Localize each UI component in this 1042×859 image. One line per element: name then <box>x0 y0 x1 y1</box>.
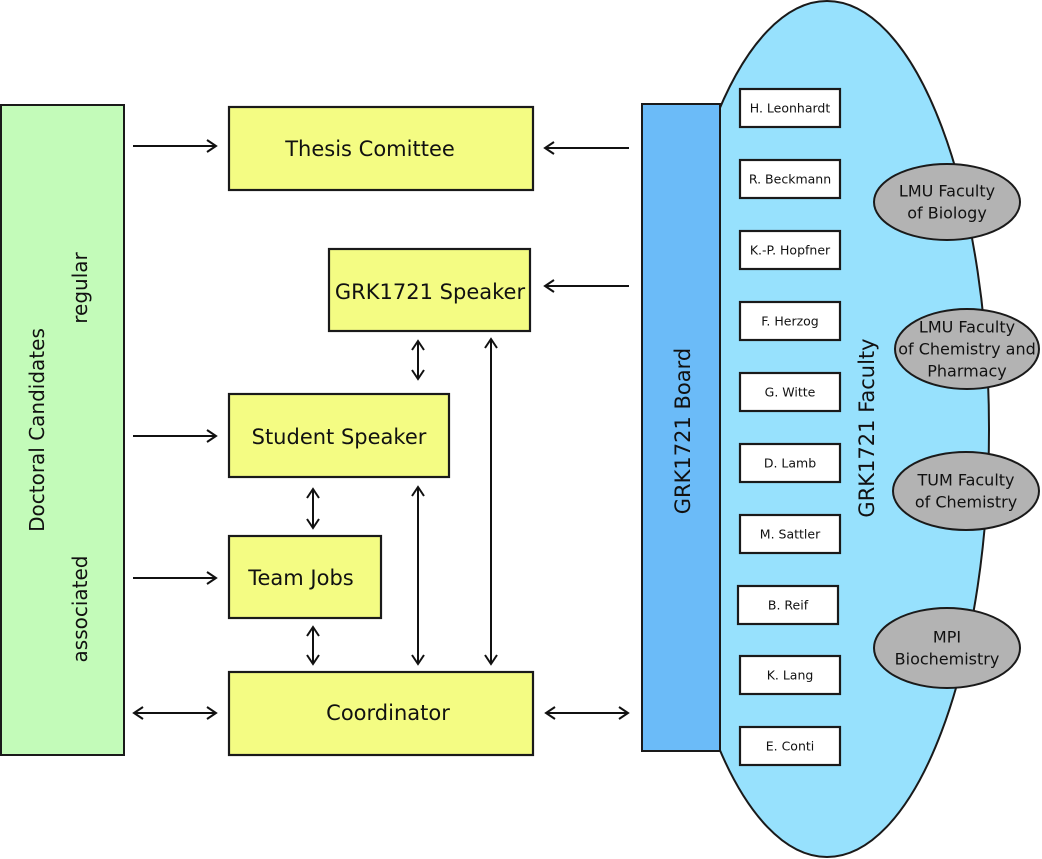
grk-speaker-label: GRK1721 Speaker <box>335 280 526 304</box>
faculty-member-frame <box>738 513 842 555</box>
faculty-member-frame <box>738 87 842 129</box>
faculty-member-name: K. Lang <box>767 668 814 683</box>
team-jobs-box: Team Jobs <box>227 534 383 620</box>
student-speaker-label: Student Speaker <box>252 425 427 449</box>
institution-label: LMU Faculty <box>899 182 995 201</box>
faculty-member-name: F. Herzog <box>761 314 819 329</box>
faculty-member-box: D. Lamb <box>738 442 842 484</box>
associated-label: associated <box>68 556 92 663</box>
coordinator-box: Coordinator <box>227 670 535 757</box>
institution-ellipse: LMU Faculty of Biology <box>873 163 1021 241</box>
faculty-member-box: M. Sattler <box>738 513 842 555</box>
institution-label: Pharmacy <box>927 362 1007 381</box>
faculty-member-name: E. Conti <box>766 739 815 754</box>
doctoral-candidates-panel <box>0 104 125 756</box>
faculty-member-box: H. Leonhardt <box>738 87 842 129</box>
board-label: GRK1721 Board <box>671 348 695 514</box>
faculty-member-name: M. Sattler <box>760 527 821 542</box>
coordinator-label: Coordinator <box>326 701 450 725</box>
thesis-committee-box: Thesis Comittee <box>227 105 535 192</box>
faculty-member-box: R. Beckmann <box>738 158 842 200</box>
student-speaker-box: Student Speaker <box>227 392 451 479</box>
faculty-member-frame <box>738 442 842 484</box>
institution-label: TUM Faculty <box>916 471 1014 490</box>
institution-label: of Biology <box>907 204 987 223</box>
grk-speaker-box: GRK1721 Speaker <box>327 247 532 333</box>
faculty-member-name: B. Reif <box>768 598 809 613</box>
doctoral-candidates-title: Doctoral Candidates <box>25 328 49 532</box>
faculty-member-frame <box>738 300 842 342</box>
institution-shape <box>873 163 1021 241</box>
institution-label: Biochemistry <box>895 650 1000 669</box>
faculty-member-frame <box>738 654 842 696</box>
faculty-label: GRK1721 Faculty <box>855 338 879 517</box>
faculty-member-name: G. Witte <box>765 385 816 400</box>
institution-label: MPI <box>933 628 961 647</box>
team-jobs-label: Team Jobs <box>247 566 354 590</box>
faculty-member-frame <box>738 371 842 413</box>
regular-label: regular <box>68 251 92 323</box>
faculty-member-box: B. Reif <box>736 584 840 626</box>
thesis-committee-label: Thesis Comittee <box>284 137 455 161</box>
faculty-member-frame <box>738 725 842 767</box>
faculty-member-name: K.-P. Hopfner <box>750 243 831 258</box>
institution-label: of Chemistry <box>915 493 1017 512</box>
faculty-member-box: G. Witte <box>738 371 842 413</box>
board-panel <box>641 103 721 752</box>
faculty-member-box: F. Herzog <box>738 300 842 342</box>
faculty-member-box: K.-P. Hopfner <box>738 229 842 271</box>
institution-ellipse: MPI Biochemistry <box>873 607 1021 689</box>
faculty-member-name: D. Lamb <box>764 456 816 471</box>
institution-shape <box>892 451 1040 531</box>
faculty-member-name: H. Leonhardt <box>750 101 831 116</box>
institution-shape <box>873 607 1021 689</box>
institution-label: LMU Faculty <box>919 318 1015 337</box>
faculty-member-frame <box>738 158 842 200</box>
faculty-member-box: E. Conti <box>738 725 842 767</box>
faculty-member-name: R. Beckmann <box>749 172 831 187</box>
faculty-member-box: K. Lang <box>738 654 842 696</box>
faculty-member-frame <box>738 229 842 271</box>
faculty-member-frame <box>736 584 840 626</box>
institution-label: of Chemistry and <box>898 340 1036 359</box>
institution-ellipse: TUM Faculty of Chemistry <box>892 451 1040 531</box>
institution-shape <box>894 308 1040 390</box>
